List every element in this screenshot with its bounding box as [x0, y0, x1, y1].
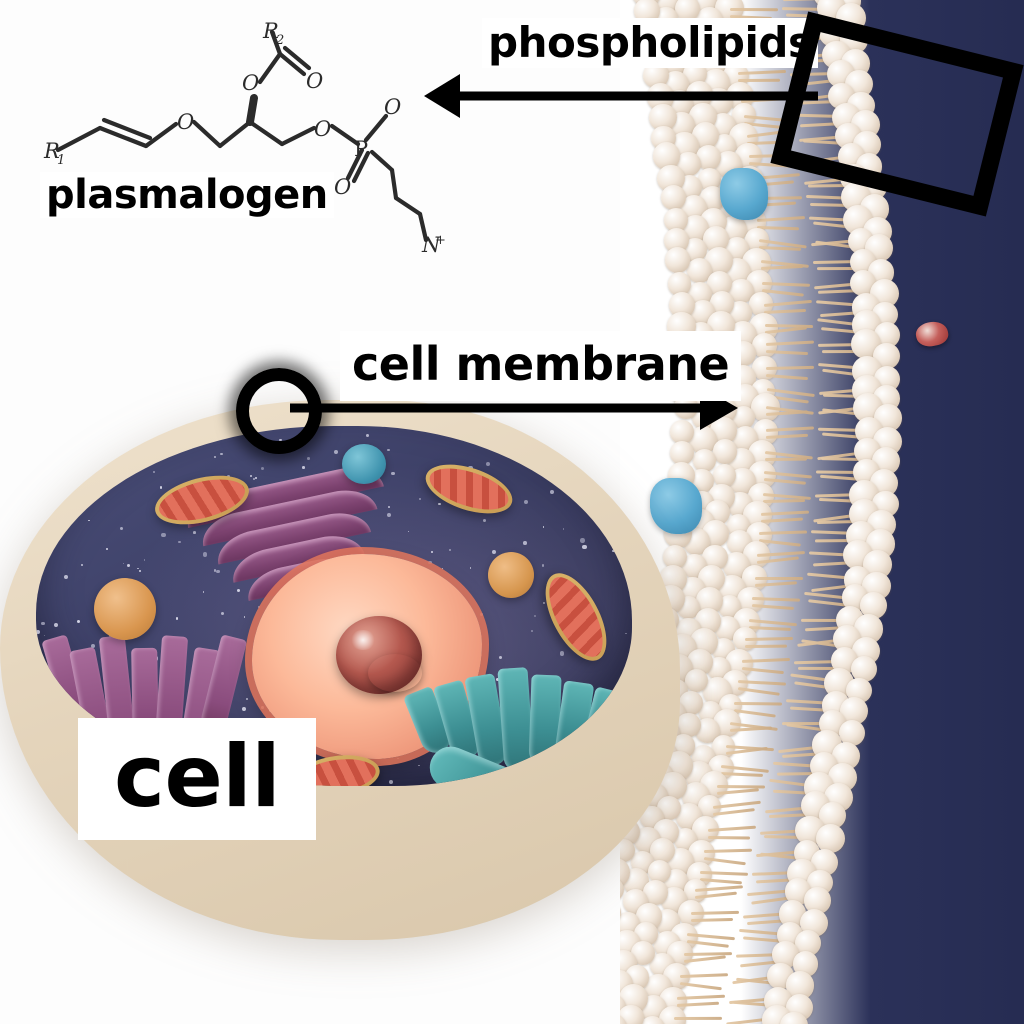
membrane-protein [650, 478, 702, 534]
lipid-head [670, 420, 694, 444]
arrow-phospholipids [424, 74, 818, 118]
lipid-head [850, 655, 877, 682]
atom-label-O-ester: O [242, 71, 259, 95]
lipid-head [620, 878, 624, 902]
lipid-head [664, 247, 691, 273]
label-plasmalogen: plasmalogen [40, 172, 334, 218]
label-cell: cell [78, 718, 317, 840]
lipid-head [685, 668, 709, 693]
lipid-tail [754, 576, 803, 580]
atom-label-O-ether: O [177, 110, 194, 134]
lipid-head [647, 859, 672, 884]
lipid-tail [733, 701, 783, 706]
membrane-protein [720, 168, 768, 220]
atom-label-N: N [421, 233, 441, 257]
vesicle [94, 578, 156, 640]
lipid-head [745, 227, 769, 252]
atom-label-R2: R [262, 19, 279, 43]
lipid-head [674, 0, 700, 22]
atom-label-R1: R [43, 139, 60, 163]
phospholipid-bilayer-illustration [620, 0, 1024, 1024]
label-cell-membrane: cell membrane [340, 331, 742, 401]
atom-sup-plus: + [435, 233, 446, 248]
lipid-head [712, 439, 737, 464]
plasmalogen-chemical-structure: R 1 O R 2 O O O P O O N + [43, 19, 446, 257]
er-fold [528, 674, 562, 767]
lipid-head [662, 545, 687, 570]
atom-sub-2: 2 [275, 33, 284, 48]
lipid-head [670, 440, 695, 465]
lipid-head [676, 712, 701, 738]
lipid-head [712, 463, 736, 487]
label-phospholipids: phospholipids [482, 18, 819, 68]
lipid-tail [729, 7, 778, 12]
circle-marker-cell-membrane [236, 368, 322, 454]
lipid-head [620, 858, 631, 887]
atom-label-O-carbonyl: O [306, 69, 323, 93]
lipid-head [693, 448, 717, 472]
lipid-head [667, 271, 692, 296]
atom-label-O-bottom: O [334, 175, 351, 199]
lipid-head [815, 823, 845, 853]
lipid-tail [673, 1016, 722, 1020]
lipid-head [658, 1006, 687, 1024]
lipid-tail [708, 835, 751, 840]
lipid-head [663, 207, 688, 232]
lipid-tail [765, 457, 808, 461]
atom-label-P: P [354, 137, 368, 161]
vesicle [488, 552, 534, 598]
nucleolus [336, 616, 422, 694]
atom-sub-1: 1 [57, 153, 65, 168]
lipid-head [732, 406, 756, 430]
lipid-head [749, 292, 773, 316]
lipid-head [620, 1004, 644, 1024]
cell-illustration [0, 400, 680, 940]
vesicle [368, 654, 422, 692]
vesicle [342, 444, 386, 484]
lipid-head [649, 837, 676, 864]
lipid-head [620, 1014, 628, 1024]
mitochondrion [533, 563, 619, 671]
atom-label-O-top: O [384, 95, 401, 119]
lipid-head [780, 1012, 808, 1024]
lipid-head [639, 1016, 666, 1024]
lipid-head [697, 167, 721, 192]
lipid-head [661, 185, 686, 210]
lipid-head [620, 839, 635, 863]
atom-label-O-phospho: O [314, 117, 331, 141]
lipid-head [620, 901, 621, 925]
